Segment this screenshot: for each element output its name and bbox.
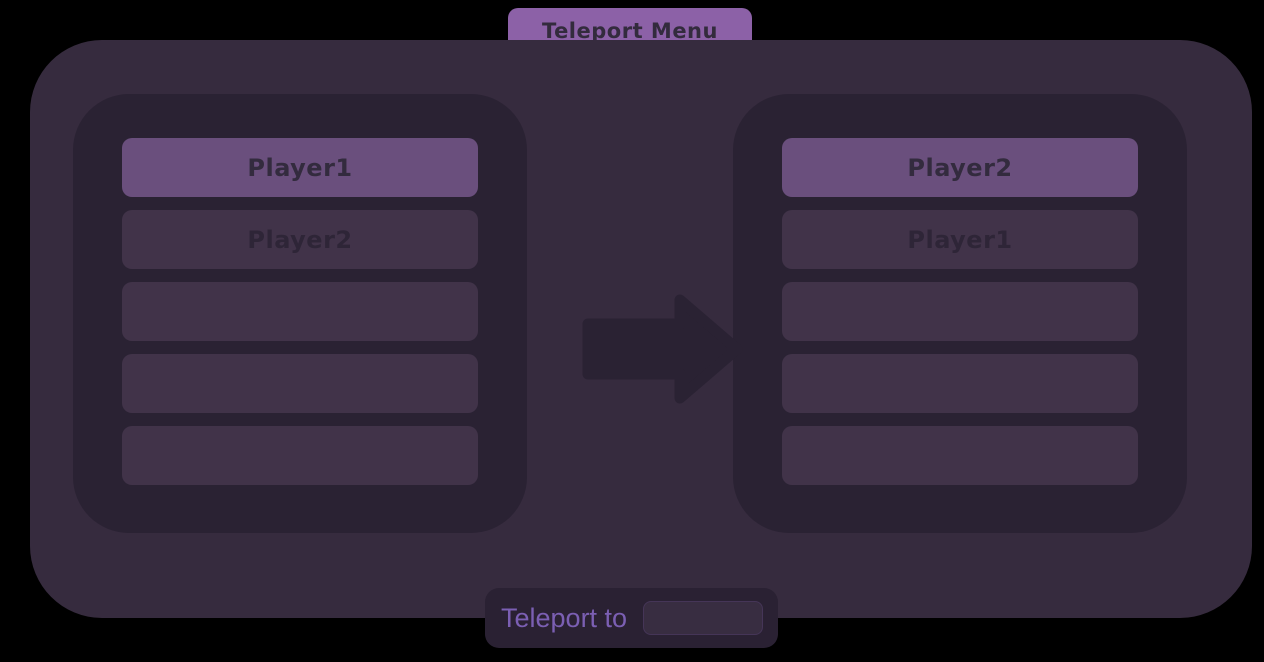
teleport-to-label: Teleport to: [501, 602, 628, 633]
right-arrow-icon: [578, 290, 746, 406]
player-slot-empty: [782, 426, 1138, 485]
player-slot-empty: [782, 354, 1138, 413]
teleport-menu-title-label: Teleport Menu: [542, 18, 718, 43]
player-slot-empty: [122, 354, 478, 413]
player-slot[interactable]: Player1: [122, 138, 478, 197]
player-slot-empty: [122, 426, 478, 485]
player-slot-empty: [122, 282, 478, 341]
teleport-destination-input[interactable]: [643, 601, 763, 635]
player-slot[interactable]: Player2: [782, 138, 1138, 197]
player-slot-empty: [782, 282, 1138, 341]
player-list-destination: Player2 Player1: [733, 94, 1187, 533]
player-list-source: Player1 Player2: [73, 94, 527, 533]
teleport-bar: Teleport to: [485, 588, 778, 648]
teleport-menu-panel: Player1 Player2 Player2 Player1: [30, 40, 1252, 618]
player-slot[interactable]: Player2: [122, 210, 478, 269]
player-slot[interactable]: Player1: [782, 210, 1138, 269]
